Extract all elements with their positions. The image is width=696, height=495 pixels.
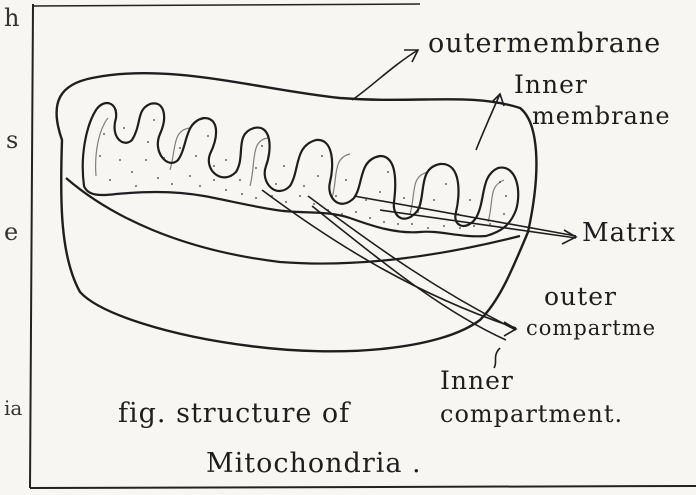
inner-membrane-cristae [83,103,519,236]
margin-fragment-bottom: ia [4,398,22,418]
label-matrix: Matrix [582,220,676,246]
label-inner-membrane-line2: membrane [532,104,671,128]
label-outer-compartment-line2: compartme [526,318,656,339]
page-frame-bottom [30,486,696,488]
page-frame-top [33,4,420,6]
label-outer-membrane: outermembrane [428,30,661,57]
label-inner-compartment-line2: compartment. [440,402,623,426]
label-inner-membrane-line1: Inner [514,72,588,97]
arrow-outer-membrane [352,50,418,100]
caption-line2: Mitochondria . [206,450,422,477]
margin-fragment-middle: s [6,128,18,152]
margin-fragment-lower: e [4,220,18,244]
label-outer-compartment-line1: outer [544,284,617,309]
arrow-inner-compartment-tail [494,348,500,368]
page-frame-left [30,4,33,488]
label-inner-compartment-line1: Inner [440,368,514,393]
margin-fragment-top: h [4,6,19,30]
caption-line1: fig. structure of [118,400,350,427]
